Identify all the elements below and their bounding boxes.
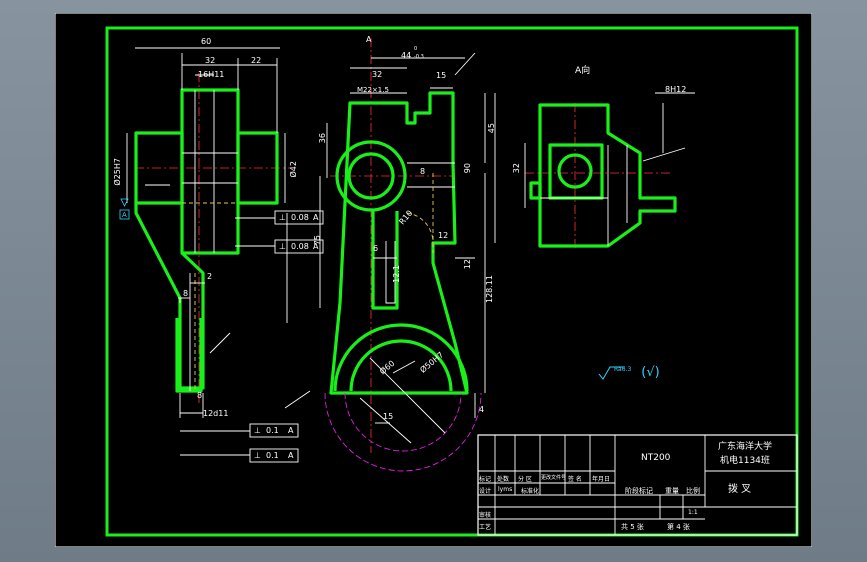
tb-weight: 重量 <box>665 487 679 495</box>
dim-16h11: 16H11 <box>198 70 225 79</box>
dim-60: 60 <box>201 37 212 46</box>
tb-sign: 签 名 <box>568 476 582 483</box>
gdt-frame-2 <box>274 239 324 254</box>
tb-sheet-no: 第 4 张 <box>667 523 690 531</box>
dim-phi60: Ø60 <box>378 358 397 377</box>
dim-12-1: 12.1 <box>392 265 401 283</box>
dim-12d11: 12d11 <box>203 409 229 418</box>
tb-designer: 设计 <box>479 488 492 495</box>
gdt-frame-1 <box>274 210 324 225</box>
dim-6: 6 <box>373 244 379 253</box>
drawing-sheet[interactable]: 60 32 22 16H11 Ø25H7 Ø42 ⊥ 0.08 A ⊥ 0.08… <box>55 13 812 547</box>
dim-phi50h7: Ø50H7 <box>418 350 446 375</box>
tb-standardize: 标准化 <box>521 488 540 495</box>
tb-ratio: 比例 <box>686 487 700 495</box>
dim-22: 22 <box>251 56 262 65</box>
dim-128: 128.11 <box>485 275 494 303</box>
dim-12-upper: 12 <box>438 231 449 240</box>
datum-a-triangle <box>120 198 129 207</box>
dim-44: 44 <box>401 51 412 60</box>
roughness-symbol-icon <box>598 366 625 380</box>
tb-designer-name: lyms <box>498 486 513 493</box>
dim-32: 32 <box>205 56 216 65</box>
dim-8h12: 8H12 <box>665 85 687 94</box>
dim-44-upper: 0 <box>414 46 418 52</box>
tb-count: 处数 <box>497 476 510 483</box>
gdt-2-symbol: ⊥ <box>279 242 286 251</box>
gdt-1-symbol: ⊥ <box>279 213 286 222</box>
tb-change-doc: 更改文件号 <box>541 475 567 481</box>
tb-review: 审核 <box>479 512 492 519</box>
drawing-frame <box>105 26 799 537</box>
view-label-a: A向 <box>575 66 591 76</box>
roughness-note: Ra6.3 (√) <box>598 365 660 380</box>
tb-process: 工艺 <box>479 524 492 531</box>
dim-45: 45 <box>487 123 496 134</box>
roughness-paren: (√) <box>641 365 660 380</box>
gdt-frame-4 <box>249 448 299 463</box>
title-class: 机电1134班 <box>720 456 770 466</box>
dim-32-aview: 32 <box>512 163 521 174</box>
dim-32-main: 32 <box>372 70 383 79</box>
dim-36: 36 <box>318 133 327 144</box>
engineering-drawing <box>55 13 812 547</box>
dim-4: 4 <box>479 405 485 414</box>
text-layer: 60 32 22 16H11 Ø25H7 Ø42 ⊥ 0.08 A ⊥ 0.08… <box>55 13 812 547</box>
dim-12-lower: 12 <box>463 259 472 270</box>
dim-r10: R10 <box>397 208 415 227</box>
gdt-1-value: 0.08 <box>291 213 309 222</box>
tb-stage-mark: 阶段标记 <box>625 487 653 495</box>
tb-sheets-total: 共 5 张 <box>621 523 644 531</box>
dim-8-bottom: 8 <box>197 391 203 400</box>
gdt-4-value: 0.1 <box>266 451 279 460</box>
tb-date: 年月日 <box>592 476 611 483</box>
roughness-value: Ra6.3 <box>614 366 632 373</box>
dim-phi42: Ø42 <box>289 161 298 178</box>
gdt-frame-3 <box>249 423 299 438</box>
dim-15-top: 15 <box>436 71 447 80</box>
dim-8-main: 8 <box>420 167 426 176</box>
leaders <box>145 52 686 409</box>
title-model: NT200 <box>641 453 671 463</box>
main-view <box>319 38 496 472</box>
section-mark-a: A <box>366 35 372 44</box>
gdt-3-symbol: ⊥ <box>254 426 261 435</box>
dim-15-bottom: 15 <box>383 412 394 421</box>
datum-a-label: A <box>122 211 127 219</box>
datum-a-box <box>119 209 130 220</box>
gdt-4-symbol: ⊥ <box>254 451 261 460</box>
dim-44-lower: -0.3 <box>414 54 424 60</box>
title-school: 广东海洋大学 <box>718 442 773 452</box>
gdt-2-value: 0.08 <box>291 242 309 251</box>
dim-90: 90 <box>463 163 472 174</box>
left-view <box>119 47 324 463</box>
title-block <box>477 434 798 536</box>
gdt-4-datum: A <box>288 451 294 460</box>
dim-8-left: 8 <box>183 289 189 298</box>
gdt-3-datum: A <box>288 426 294 435</box>
tb-mark: 标记 <box>479 476 492 483</box>
title-part-name: 拨 叉 <box>728 484 752 495</box>
gdt-3-value: 0.1 <box>266 426 279 435</box>
dim-phi25h7: Ø25H7 <box>113 158 122 186</box>
dim-m22: M22×1.5 <box>357 86 389 94</box>
dim-75: 75 <box>313 235 322 246</box>
dim-2: 2 <box>207 272 213 281</box>
gdt-2-datum: A <box>313 242 319 251</box>
gdt-1-datum: A <box>313 213 319 222</box>
a-direction-view <box>524 92 695 248</box>
tb-scale: 1:1 <box>688 509 698 516</box>
tb-zone: 分 区 <box>518 476 532 483</box>
